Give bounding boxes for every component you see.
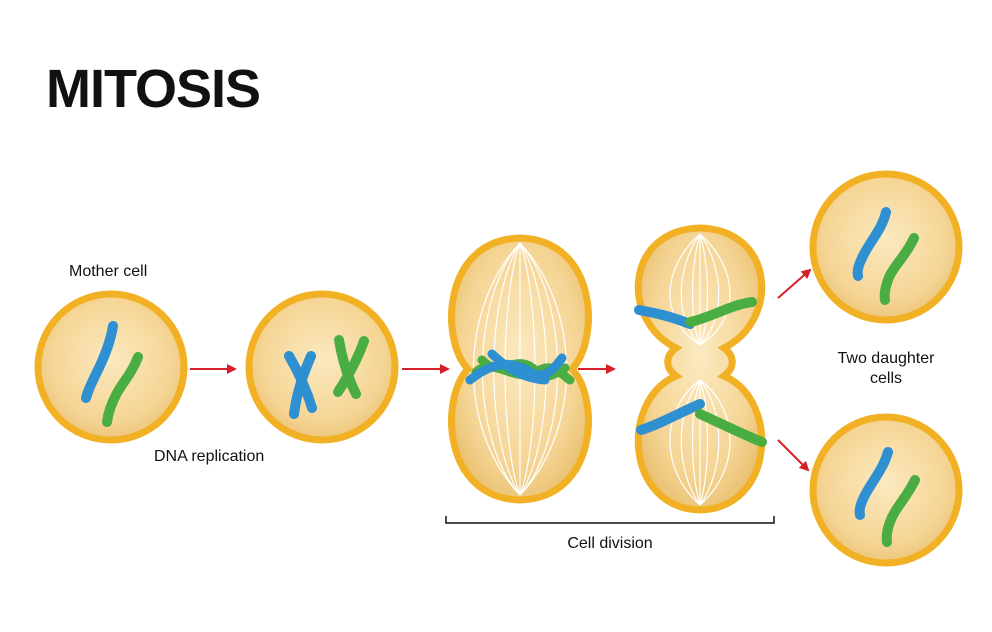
green-chromosome: [685, 297, 757, 327]
cell-division-label: Cell division: [567, 535, 653, 552]
cell-division-bracket: [445, 516, 775, 524]
green-chromosome: [102, 352, 143, 427]
blue-chromosome-pair: [284, 351, 317, 419]
blue-chromosome: [852, 207, 891, 281]
green-chromosome: [881, 475, 920, 547]
two-daughter-cells-line1: Two daughter: [837, 350, 935, 367]
page-title: MITOSIS: [46, 59, 261, 119]
mother-cell: [34, 290, 188, 444]
mother-cell-label: Mother cell: [69, 263, 148, 280]
daughter-cell-top: [809, 170, 963, 324]
two-daughter-cells-line2: cells: [869, 370, 902, 387]
two-daughter-cells-label: Two daughter cells: [826, 349, 946, 389]
replication-cell: [245, 290, 399, 444]
red-arrow-icon: [777, 268, 812, 299]
green-chromosome-pair: [333, 335, 369, 399]
dna-replication-label: DNA replication: [154, 448, 265, 465]
blue-chromosome: [854, 447, 893, 520]
metaphase-cell: [448, 234, 592, 504]
anaphase-cell: [634, 224, 767, 514]
spindle-fibers: [669, 233, 731, 506]
daughter-cell-bottom: [809, 413, 963, 567]
green-chromosome: [879, 233, 919, 305]
blue-chromosome: [636, 399, 705, 435]
blue-chromosome: [81, 321, 118, 403]
red-arrow-icon: [777, 439, 810, 472]
green-chromosome: [695, 409, 767, 447]
blue-chromosome: [465, 353, 567, 385]
